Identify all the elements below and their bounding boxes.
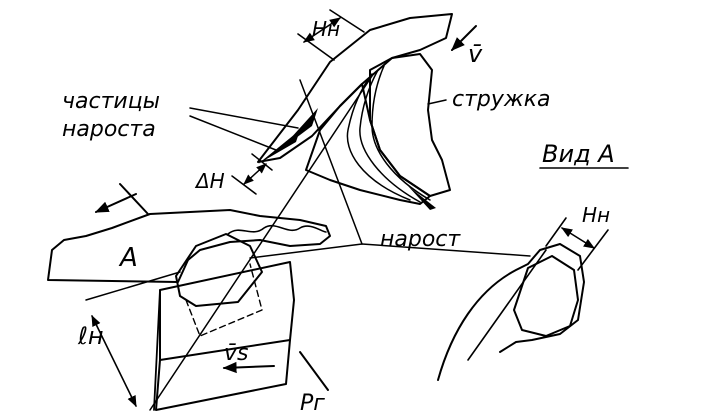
label-built-up-edge: нарост xyxy=(380,227,461,252)
label-view-a: Вид А xyxy=(542,140,615,168)
chip-band xyxy=(257,13,453,163)
vs-arrow xyxy=(222,361,275,374)
hn-right-ext-1 xyxy=(545,217,567,247)
view-a-arrow-2 xyxy=(94,193,137,213)
label-v-top: v̄ xyxy=(468,40,483,68)
label-particles-1: частицы xyxy=(62,89,160,114)
label-particles-2: нароста xyxy=(62,117,156,142)
particle-wedge-2 xyxy=(280,108,318,150)
workpiece-outline xyxy=(47,209,331,283)
hn-top-ext-2 xyxy=(329,9,365,33)
bue-leader-2 xyxy=(249,243,363,259)
pg-line xyxy=(299,351,329,391)
chip-underside xyxy=(305,83,431,205)
delta-h-ext-1 xyxy=(231,175,257,195)
label-pg: Pг xyxy=(300,391,325,416)
workpiece-wavy-edge xyxy=(227,224,327,235)
delta-h-dim xyxy=(243,163,267,185)
label-hn-top: Hн xyxy=(312,17,340,41)
diagonal-construction-line xyxy=(149,75,373,411)
tool-dashed xyxy=(185,263,263,337)
bue-leader-3 xyxy=(361,243,531,257)
view-a-arrow-1 xyxy=(119,183,149,215)
hn-right-dim xyxy=(561,227,595,249)
delta-h-ext-2 xyxy=(251,153,273,171)
label-delta-h: ΔH xyxy=(194,169,225,193)
chip-flow-line-1 xyxy=(346,73,411,201)
label-vs: v̄s xyxy=(224,341,248,366)
view-a-lead xyxy=(467,249,547,361)
label-hn-right: Hн xyxy=(582,203,610,227)
tool-side xyxy=(155,339,291,411)
tool-body xyxy=(159,261,295,361)
hn-right-ext-2 xyxy=(577,229,609,271)
view-a-tool xyxy=(437,243,585,381)
particles-leader-2 xyxy=(189,115,277,151)
label-ln: ℓн xyxy=(77,322,104,350)
label-chip: стружка xyxy=(452,87,550,112)
ln-dim xyxy=(91,314,137,408)
bue-leader-1 xyxy=(299,79,363,245)
particles-leader-1 xyxy=(189,107,299,129)
hn-top-dim xyxy=(303,17,341,43)
particle-wedge-3 xyxy=(408,186,436,210)
particle-wedge-1 xyxy=(258,130,300,164)
label-view-letter: A xyxy=(118,243,138,273)
chip-flow-line-2 xyxy=(359,69,421,203)
bue-region xyxy=(175,233,263,307)
v-top-arrow xyxy=(451,25,477,51)
chip-flow-line-3 xyxy=(371,65,431,201)
ln-ext xyxy=(85,271,181,301)
chip-leader xyxy=(427,99,447,105)
view-a-bue xyxy=(513,255,579,337)
tool-edge xyxy=(153,289,161,411)
